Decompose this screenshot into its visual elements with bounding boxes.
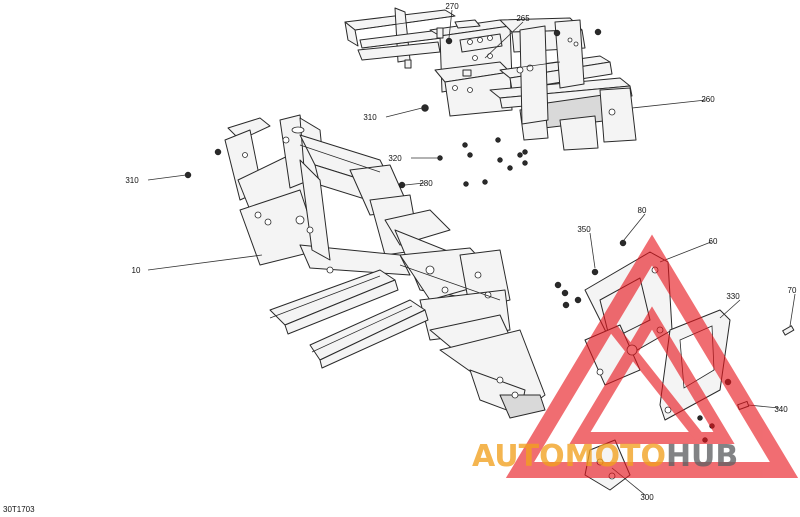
callout-10: 10 (132, 266, 141, 275)
callout-270: 270 (445, 2, 459, 11)
document-id: 30T1703 (3, 505, 35, 514)
callout-265: 265 (516, 14, 530, 23)
callout-260: 260 (701, 95, 715, 104)
callout-340: 340 (774, 405, 788, 414)
callout-60: 60 (709, 237, 718, 246)
callout-320: 320 (388, 154, 402, 163)
callout-70: 70 (788, 286, 797, 295)
callout-80: 80 (638, 206, 647, 215)
callout-310: 310 (363, 113, 377, 122)
watermark-triangle-inner (569, 306, 735, 444)
callout-labels: 270 265 260 310 320 310 280 80 350 60 10 70 330 340 30… (125, 2, 797, 502)
callout-300: 300 (640, 493, 654, 502)
callout-350: 350 (577, 225, 591, 234)
callout-330: 330 (726, 292, 740, 301)
watermark-text-hub: HUB (666, 439, 738, 474)
main-frame (224, 114, 546, 419)
watermark-text-automoto: AUTOMOTO (472, 439, 666, 474)
upper-subframe (344, 7, 637, 151)
callout-280: 280 (419, 179, 433, 188)
watermark-text: AUTOMOTOHUB (472, 439, 738, 474)
watermark-logo (505, 234, 799, 478)
callout-310: 310 (125, 176, 139, 185)
watermark-triangle-outer (505, 234, 799, 478)
hardware (184, 28, 795, 443)
watermark-stripe (601, 314, 704, 442)
